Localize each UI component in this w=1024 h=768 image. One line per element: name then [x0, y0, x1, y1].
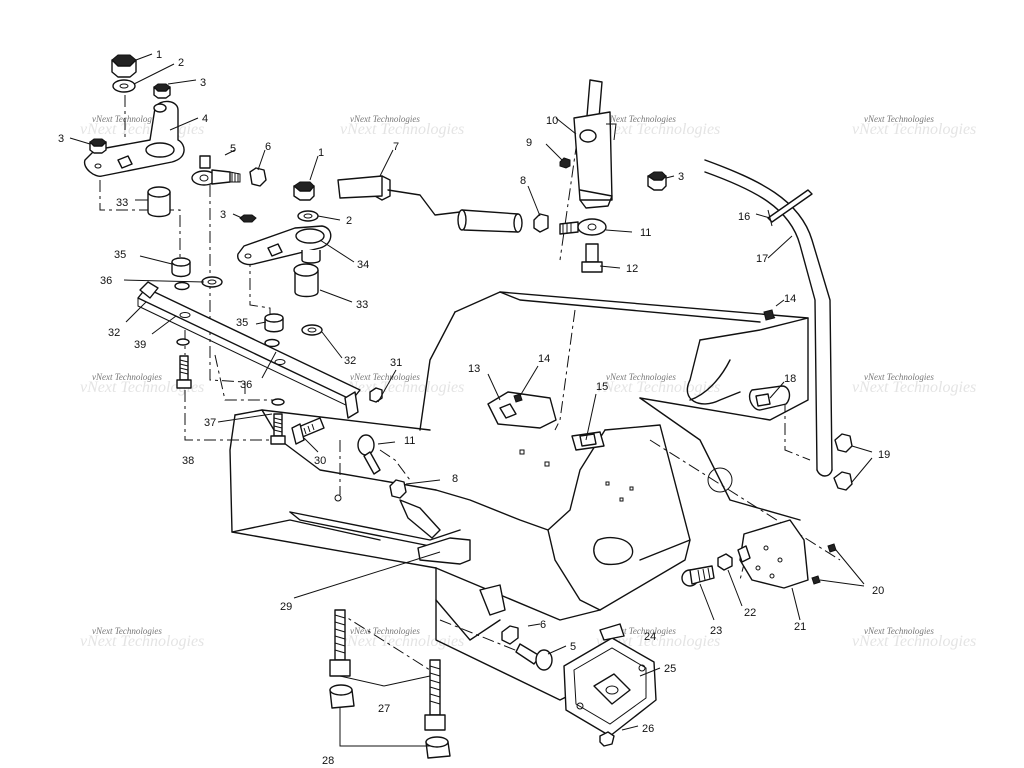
- callout-11: 11: [404, 435, 415, 447]
- jam-nut: [249, 167, 267, 187]
- watermark: vNext Technologies: [864, 372, 934, 382]
- callout-4: 4: [202, 113, 208, 125]
- callout-30: 30: [314, 455, 326, 467]
- callout-3: 3: [678, 171, 684, 183]
- watermark: vNext Technologies: [92, 372, 162, 382]
- callout-8: 8: [520, 175, 526, 187]
- right-hardware: [681, 189, 853, 589]
- tie-rod: [337, 175, 607, 273]
- watermark: vNext Technologies: [350, 626, 420, 636]
- leader-lines: [69, 53, 873, 747]
- callout-32: 32: [344, 355, 356, 367]
- callout-1: 1: [156, 49, 162, 61]
- side-rail-tube: [704, 159, 833, 477]
- callout-3: 3: [220, 209, 226, 221]
- callout-12: 12: [626, 263, 638, 275]
- callout-21: 21: [794, 621, 806, 633]
- center-hardware: [329, 391, 657, 759]
- callout-19: 19: [878, 449, 890, 461]
- watermark: vNext Technologies: [606, 114, 676, 124]
- callout-3: 3: [58, 133, 64, 145]
- watermark: vNext Technologies: [606, 626, 676, 636]
- callout-18: 18: [784, 373, 796, 385]
- callout-14: 14: [538, 353, 550, 365]
- washer: [112, 79, 136, 93]
- callout-10: 10: [546, 115, 558, 127]
- callout-36: 36: [100, 275, 112, 287]
- watermark: vNext Technologies: [92, 114, 162, 124]
- watermark-big: vNext Technologies: [852, 121, 976, 138]
- watermark-big: vNext Technologies: [852, 379, 976, 396]
- callout-24: 24: [644, 631, 656, 643]
- callout-31: 31: [390, 357, 402, 369]
- callout-29: 29: [280, 601, 292, 613]
- callout-38: 38: [182, 455, 194, 467]
- mount-plate: [739, 519, 809, 589]
- callout-32: 32: [108, 327, 120, 339]
- callout-28: 28: [322, 755, 334, 767]
- upper-linkage: [83, 54, 383, 445]
- callout-23: 23: [710, 625, 722, 637]
- watermark-big: vNext Technologies: [852, 633, 976, 650]
- callout-6: 6: [265, 141, 271, 153]
- bracket: [487, 391, 557, 429]
- watermark-big: vNext Technologies: [596, 633, 720, 650]
- callout-15: 15: [596, 381, 608, 393]
- callout-17: 17: [756, 253, 768, 265]
- watermark-big: vNext Technologies: [340, 633, 464, 650]
- callout-5: 5: [570, 641, 576, 653]
- callouts: 1 2 3 4 3 5 6 1 7 33 3 2 34 33 32 35 36 …: [58, 49, 890, 767]
- bushing: [147, 192, 171, 218]
- callout-37: 37: [204, 417, 216, 429]
- watermark: vNext Technologies: [350, 114, 420, 124]
- callout-14: 14: [784, 293, 796, 305]
- callout-35: 35: [114, 249, 126, 261]
- callout-34: 34: [357, 259, 369, 271]
- callout-5: 5: [230, 143, 236, 155]
- callout-3: 3: [200, 77, 206, 89]
- callout-33: 33: [116, 197, 128, 209]
- watermark: vNext Technologies: [864, 114, 934, 124]
- watermark-big: vNext Technologies: [340, 121, 464, 138]
- chassis-frame: [229, 291, 809, 701]
- callout-8: 8: [452, 473, 458, 485]
- callout-25: 25: [664, 663, 676, 675]
- callout-39: 39: [134, 339, 146, 351]
- callout-9: 9: [526, 137, 532, 149]
- watermark: vNext Technologies: [864, 626, 934, 636]
- callout-20: 20: [872, 585, 884, 597]
- callout-33: 33: [356, 299, 368, 311]
- callout-16: 16: [738, 211, 750, 223]
- steering-column: [559, 79, 667, 209]
- callout-26: 26: [642, 723, 654, 735]
- callout-11: 11: [640, 227, 651, 239]
- callout-35: 35: [236, 317, 248, 329]
- watermark: vNext Technologies: [92, 626, 162, 636]
- callout-36: 36: [240, 379, 252, 391]
- callout-1: 1: [318, 147, 324, 159]
- callout-6: 6: [540, 619, 546, 631]
- callout-22: 22: [744, 607, 756, 619]
- callout-2: 2: [178, 57, 184, 69]
- callout-2: 2: [346, 215, 352, 227]
- callout-27: 27: [378, 703, 390, 715]
- callout-13: 13: [468, 363, 480, 375]
- watermark-big: vNext Technologies: [80, 379, 204, 396]
- watermark: vNext Technologies: [606, 372, 676, 382]
- watermark-big: vNext Technologies: [80, 633, 204, 650]
- watermark: vNext Technologies: [350, 372, 420, 382]
- callout-7: 7: [393, 141, 399, 153]
- watermark-big: vNext Technologies: [596, 121, 720, 138]
